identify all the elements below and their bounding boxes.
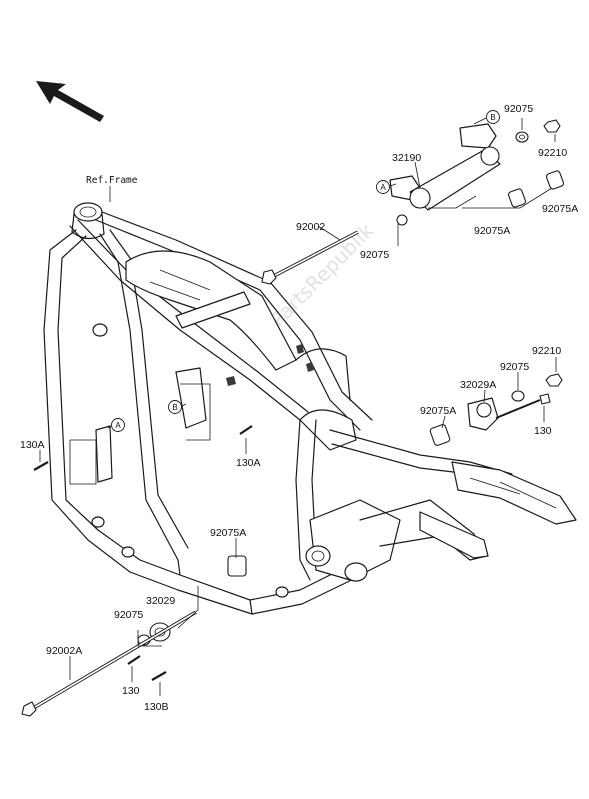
- part-label-92075-mid: 92075: [360, 249, 389, 261]
- part-label-92002: 92002: [296, 221, 325, 233]
- part-label-32029: 32029: [146, 595, 175, 607]
- short-bolt-icon: [33, 425, 253, 681]
- part-label-92075-top: 92075: [504, 103, 533, 115]
- part-label-130a-center: 130A: [236, 457, 261, 469]
- leader-lines: [39, 118, 557, 696]
- part-label-92002a: 92002A: [46, 645, 82, 657]
- part-label-92210-top: 92210: [538, 147, 567, 159]
- part-label-92210-mid: 92210: [532, 345, 561, 357]
- callout-b-center: B: [168, 400, 187, 414]
- mid-engine-mount-assembly: [429, 373, 563, 446]
- bolt-92002-icon: [261, 230, 359, 285]
- part-label-130a-left: 130A: [20, 439, 45, 451]
- part-label-130b: 130B: [144, 701, 169, 713]
- part-label-92075a-bottom: 92075A: [210, 527, 246, 539]
- rubber-damper-icon: [507, 170, 565, 208]
- part-label-92075a-right-1: 92075A: [542, 203, 578, 215]
- part-label-92075a-right-2: 92075A: [474, 225, 510, 237]
- front-direction-arrow-icon: [36, 81, 104, 122]
- callout-a-left: A: [107, 418, 125, 432]
- part-label-92075a-mid: 92075A: [420, 405, 456, 417]
- callout-b-top: B: [473, 110, 500, 125]
- front-engine-mount-assembly: [389, 119, 565, 226]
- lower-engine-mount-assembly: [21, 425, 253, 717]
- part-label-32190: 32190: [392, 152, 421, 164]
- part-label-32029a: 32029A: [460, 379, 496, 391]
- part-label-130-bottom: 130: [122, 685, 140, 697]
- svg-text:A: A: [380, 183, 386, 192]
- part-label-92075-bottom: 92075: [114, 609, 143, 621]
- motorcycle-frame: [43, 202, 577, 615]
- svg-text:B: B: [490, 113, 495, 122]
- reference-frame-label: Ref.Frame: [86, 175, 138, 186]
- callout-a-top: A: [376, 180, 397, 194]
- part-label-92075-mid-2: 92075: [500, 361, 529, 373]
- svg-text:A: A: [115, 421, 121, 430]
- part-label-130-right: 130: [534, 425, 552, 437]
- watermark: PartsRepublik: [265, 218, 378, 331]
- svg-text:B: B: [172, 403, 177, 412]
